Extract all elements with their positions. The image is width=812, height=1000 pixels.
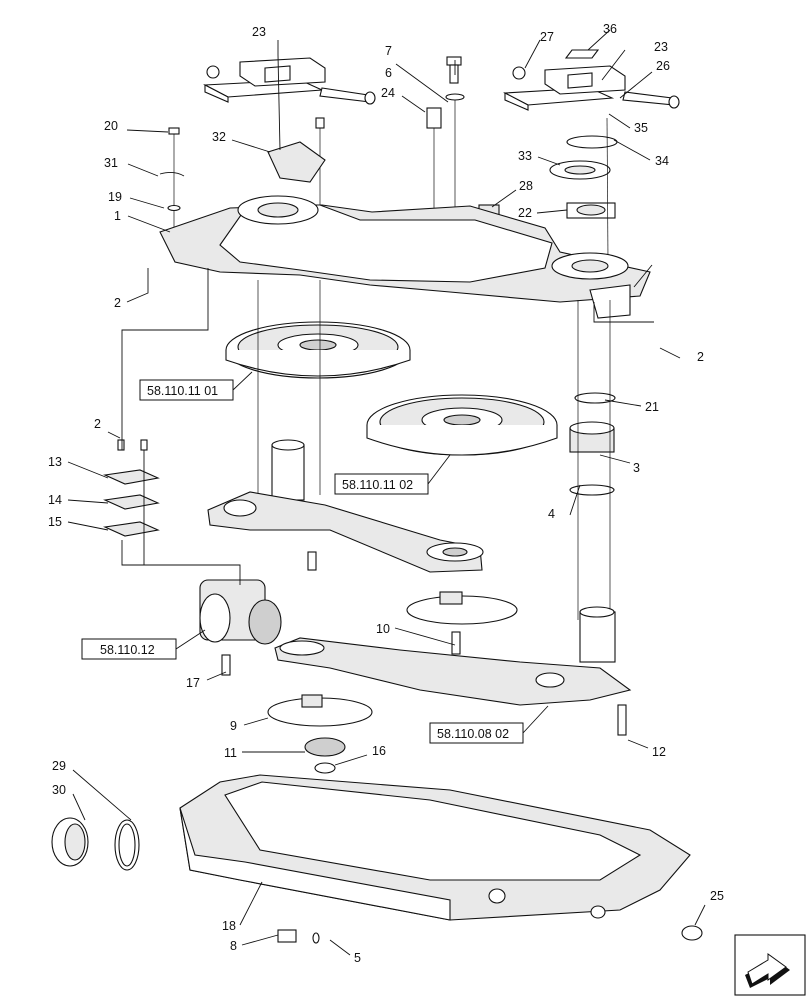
callout-36: 36: [603, 22, 617, 36]
bracket-right: [502, 49, 680, 111]
callout-14: 14: [48, 493, 62, 507]
cap-25: [681, 925, 703, 941]
disc-9: [267, 694, 373, 774]
callout-11: 11: [224, 746, 237, 760]
lower-housing: [179, 774, 691, 921]
callout-34: 34: [655, 154, 669, 168]
ref-label: 58.110.08 02: [437, 727, 509, 741]
callout-9: 9: [230, 719, 237, 733]
disc-10: [406, 591, 518, 655]
ref-box-58-110-08-02[interactable]: 58.110.08 02: [429, 705, 549, 744]
callout-4: 4: [548, 507, 555, 521]
upper-housing: [159, 195, 651, 319]
bracket-left: [202, 57, 376, 105]
callout-24: 24: [381, 86, 395, 100]
upper-arm: [207, 491, 484, 573]
callout-8: 8: [230, 939, 237, 953]
ref-box-58-110-11-01[interactable]: 58.110.11 01: [139, 371, 253, 401]
callout-22: 22: [518, 206, 532, 220]
bearing-stack-right: [549, 117, 618, 261]
callout-7: 7: [385, 44, 392, 58]
callout-23-a: 23: [252, 25, 266, 39]
callout-21: 21: [645, 400, 659, 414]
callout-31: 31: [104, 156, 118, 170]
ref-label: 58.110.11 01: [147, 384, 218, 398]
callout-27: 27: [540, 30, 554, 44]
ref-label: 58.110.12: [100, 643, 155, 657]
callout-18: 18: [222, 919, 236, 933]
callout-20: 20: [104, 119, 118, 133]
callout-3: 3: [633, 461, 640, 475]
lower-arm: [274, 637, 632, 736]
callout-19: 19: [108, 190, 122, 204]
leader-lines: [67, 29, 706, 956]
ref-label: 58.110.11 02: [342, 478, 413, 492]
ref-box-58-110-11-02[interactable]: 58.110.11 02: [334, 454, 451, 495]
callout-25: 25: [710, 889, 724, 903]
planetary-unit: [199, 579, 282, 676]
callout-32: 32: [212, 130, 226, 144]
seal-30: [51, 817, 89, 867]
shaft-right: [569, 300, 616, 663]
callout-23-b: 23: [654, 40, 668, 54]
callout-35: 35: [634, 121, 648, 135]
plates-13-14-15: [103, 439, 160, 537]
callout-2-b: 2: [697, 350, 704, 364]
callout-29: 29: [52, 759, 66, 773]
ref-box-58-110-12[interactable]: 58.110.12: [81, 629, 206, 660]
callout-12: 12: [652, 745, 666, 759]
callout-13: 13: [48, 455, 62, 469]
callout-16: 16: [372, 744, 386, 758]
gear-left: [225, 321, 411, 379]
bolt-7: [445, 56, 465, 260]
callout-1: 1: [114, 209, 121, 223]
callout-10: 10: [376, 622, 390, 636]
callout-17: 17: [186, 676, 200, 690]
callout-33: 33: [518, 149, 532, 163]
callout-26: 26: [656, 59, 670, 73]
plate-32: [267, 141, 326, 183]
callout-30: 30: [52, 783, 66, 797]
callout-15: 15: [48, 515, 62, 529]
callout-28: 28: [519, 179, 533, 193]
callout-6: 6: [385, 66, 392, 80]
gear-right: [366, 394, 558, 456]
callout-2-a: 2: [114, 296, 121, 310]
ring-29: [114, 819, 140, 871]
navigation-arrow-icon[interactable]: [734, 934, 806, 996]
plug-8: [277, 929, 320, 944]
shaft-left: [257, 280, 321, 501]
screw-20: [159, 127, 185, 228]
callout-5: 5: [354, 951, 361, 965]
callout-2-c: 2: [94, 417, 101, 431]
